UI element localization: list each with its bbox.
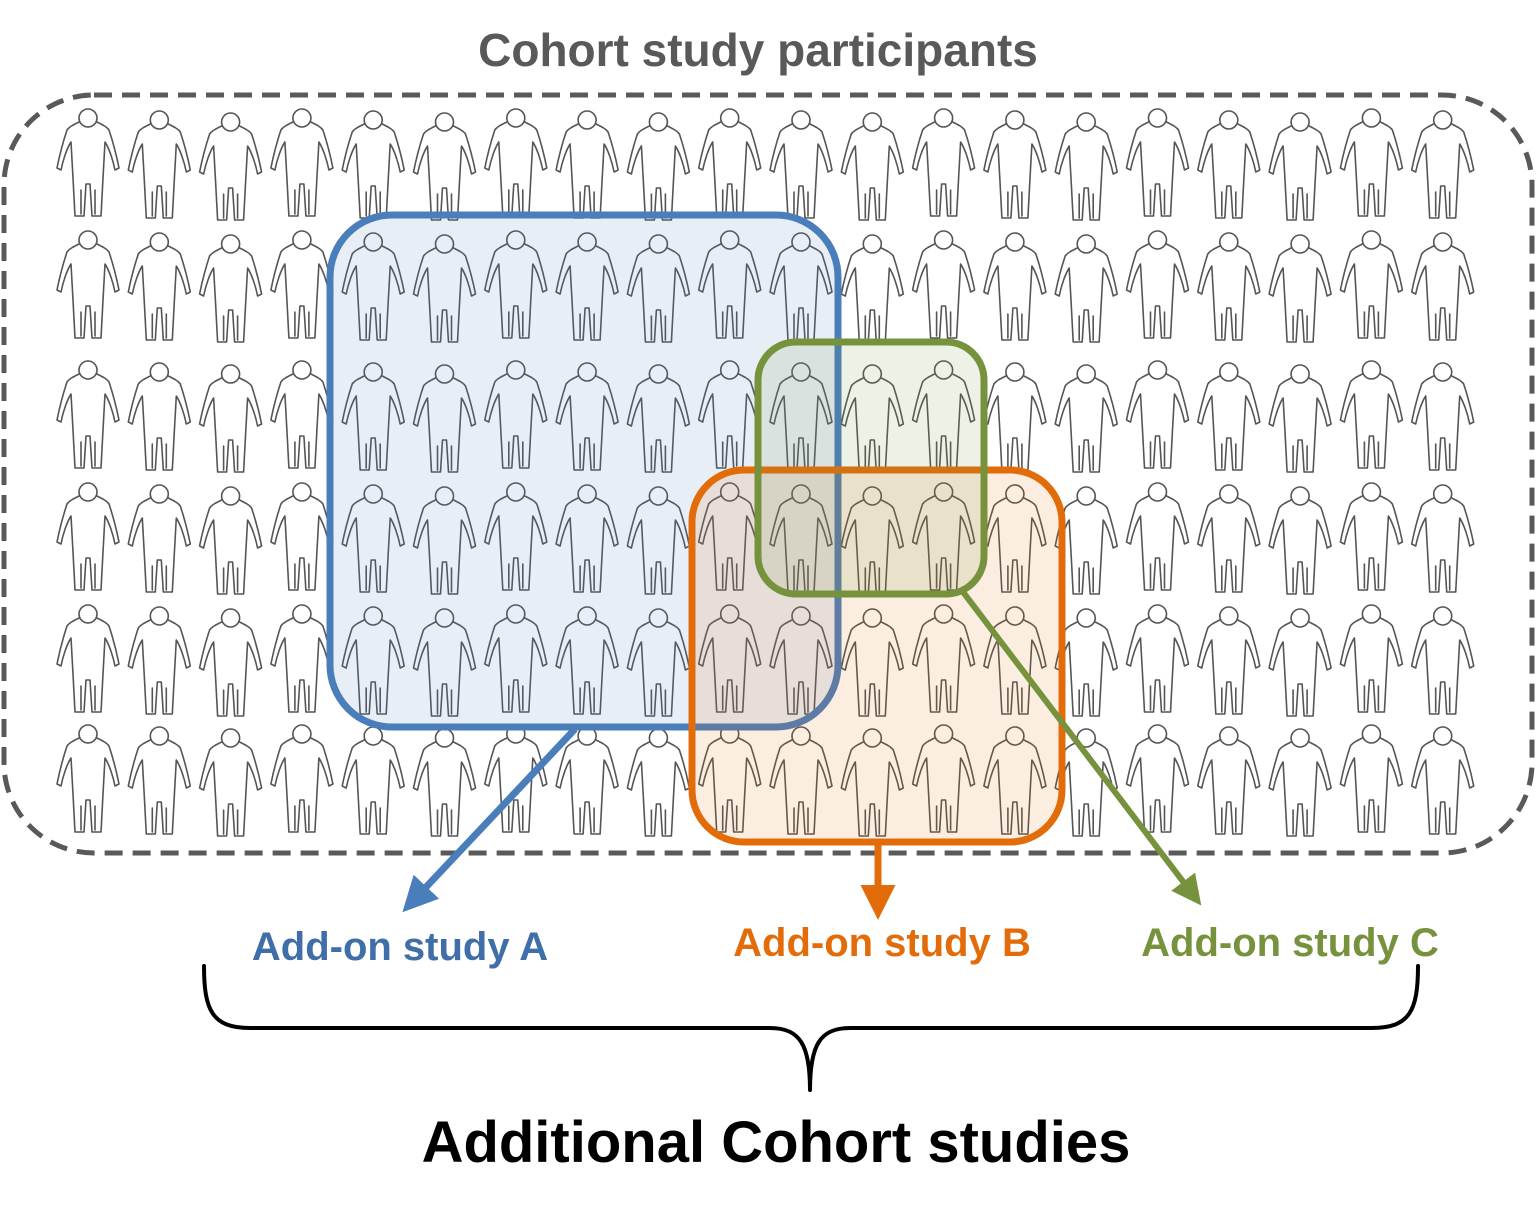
person-icon — [1410, 484, 1475, 593]
person-icon — [1339, 724, 1404, 833]
person-icon — [270, 482, 334, 591]
person-icon — [911, 230, 976, 339]
person-icon — [911, 108, 976, 217]
person-icon — [198, 728, 263, 837]
person-icon — [1410, 110, 1475, 219]
person-icon — [198, 364, 263, 473]
person-icon — [1125, 108, 1190, 217]
study-c-label: Add-on study C — [1141, 921, 1439, 965]
person-icon — [1268, 608, 1332, 717]
person-icon — [1197, 232, 1261, 341]
person-icon — [983, 362, 1047, 471]
study-c-arrow — [957, 586, 1202, 906]
person-icon — [1197, 606, 1261, 715]
person-icon — [1197, 726, 1261, 835]
person-icon — [1197, 484, 1261, 593]
person-icon — [270, 108, 334, 217]
person-icon — [1268, 486, 1332, 595]
person-icon — [1125, 482, 1190, 591]
person-icon — [1268, 364, 1332, 473]
person-icon — [840, 234, 905, 343]
person-icon — [1268, 112, 1332, 221]
diagram-title: Cohort study participants — [478, 24, 1038, 76]
person-icon — [1268, 728, 1332, 837]
group-brace — [202, 964, 1420, 1092]
person-icon — [270, 724, 334, 833]
person-icon — [1125, 360, 1190, 469]
person-icon — [1125, 230, 1190, 339]
study-b-label: Add-on study B — [733, 921, 1031, 965]
person-icon — [56, 230, 120, 339]
person-icon — [56, 724, 120, 833]
person-icon — [341, 110, 406, 219]
person-icon — [697, 108, 762, 217]
person-icon — [270, 604, 334, 713]
person-icon — [1410, 726, 1475, 835]
population-boundary — [1, 92, 1535, 856]
person-icon — [270, 360, 334, 469]
study-c-box — [754, 338, 988, 598]
person-icon — [555, 110, 619, 219]
person-icon — [127, 110, 192, 219]
person-icon — [127, 362, 192, 471]
person-icon — [840, 112, 905, 221]
person-icon — [198, 234, 263, 343]
group-label: Additional Cohort studies — [422, 1110, 1131, 1175]
person-icon — [341, 726, 406, 835]
person-icon — [1410, 606, 1475, 715]
person-icon — [56, 482, 120, 591]
person-icon — [56, 604, 120, 713]
person-icon — [626, 728, 691, 837]
person-icon — [483, 108, 548, 217]
study-a-arrow — [402, 726, 578, 913]
person-icon — [1054, 234, 1118, 343]
person-icon — [626, 112, 691, 221]
person-icon — [1054, 364, 1118, 473]
person-icon — [270, 230, 334, 339]
person-icon — [56, 108, 120, 217]
person-icon — [412, 728, 477, 837]
person-icon — [769, 110, 833, 219]
person-icon — [983, 110, 1047, 219]
person-icon — [1339, 604, 1404, 713]
person-icon — [198, 486, 263, 595]
person-icon — [1197, 362, 1261, 471]
person-icon — [1197, 110, 1261, 219]
person-icon — [1054, 112, 1118, 221]
person-icon — [412, 112, 477, 221]
person-icon — [198, 112, 263, 221]
person-icon — [127, 232, 192, 341]
person-icon — [1339, 360, 1404, 469]
person-icon — [198, 608, 263, 717]
person-icon — [127, 606, 192, 715]
study-a-label: Add-on study A — [252, 925, 548, 969]
person-icon — [1410, 362, 1475, 471]
person-icon — [56, 360, 120, 469]
person-icon — [1339, 230, 1404, 339]
person-icon — [1125, 604, 1190, 713]
person-icon — [127, 484, 192, 593]
person-icon — [1268, 234, 1332, 343]
person-icon — [1339, 482, 1404, 591]
person-icon — [1339, 108, 1404, 217]
person-icon — [1410, 232, 1475, 341]
person-icon — [983, 232, 1047, 341]
person-icon — [127, 726, 192, 835]
